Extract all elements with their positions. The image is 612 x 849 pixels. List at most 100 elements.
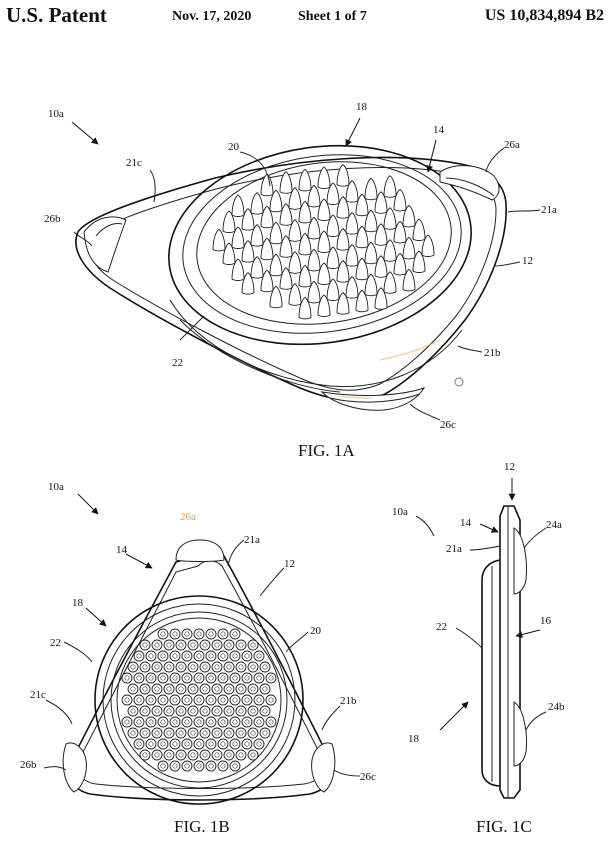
bristle-cone bbox=[364, 177, 378, 201]
ref-1c-16: 16 bbox=[540, 615, 552, 627]
bristle-tip bbox=[139, 749, 151, 761]
bristle-tip-core bbox=[226, 708, 232, 714]
bristle-tip-core bbox=[232, 631, 238, 637]
bristle-tip-core bbox=[208, 741, 214, 747]
bristle-cone bbox=[269, 285, 283, 309]
bristle-tip bbox=[163, 683, 175, 695]
bristle-tip bbox=[127, 705, 139, 717]
bristle-tip bbox=[175, 683, 187, 695]
bristle-tip bbox=[175, 727, 187, 739]
bristle-tip-core bbox=[196, 719, 202, 725]
bristle-tip-core bbox=[208, 631, 214, 637]
bristle-tip-core bbox=[154, 730, 160, 736]
bristle-tip-core bbox=[136, 653, 142, 659]
bristle-tip bbox=[121, 716, 133, 728]
bristle-cone bbox=[326, 214, 340, 237]
bristle-tip bbox=[229, 716, 241, 728]
bristle-tip bbox=[133, 650, 145, 662]
bristle-cone bbox=[260, 173, 274, 197]
bristle-tip bbox=[229, 628, 241, 640]
bristle-tip-core bbox=[190, 730, 196, 736]
bristle-tip bbox=[169, 650, 181, 662]
bristle-tip bbox=[187, 727, 199, 739]
bristle-tip-core bbox=[130, 730, 136, 736]
bristle-cone bbox=[317, 294, 331, 317]
bristle-tip bbox=[205, 672, 217, 684]
bristle-tip-core bbox=[226, 664, 232, 670]
bristle-cone bbox=[326, 246, 340, 269]
bristle-tip bbox=[205, 716, 217, 728]
bristle-tip bbox=[223, 749, 235, 761]
ref-1a-10a: 10a bbox=[48, 108, 64, 120]
bristle-tip bbox=[139, 705, 151, 717]
bristle-cone bbox=[298, 296, 312, 320]
bristle-tip-core bbox=[172, 741, 178, 747]
bristle-tip-core bbox=[142, 664, 148, 670]
bristle-tip-core bbox=[160, 675, 166, 681]
bristle-tip-core bbox=[214, 752, 220, 758]
bristle-tip bbox=[205, 738, 217, 750]
bristle-cone bbox=[231, 194, 245, 217]
bristle-cone bbox=[269, 221, 283, 245]
bristle-tip bbox=[211, 705, 223, 717]
bristle-tip-core bbox=[160, 697, 166, 703]
bristle-cone bbox=[307, 216, 321, 240]
bristle-tip-core bbox=[166, 708, 172, 714]
bristle-tip-core bbox=[256, 697, 262, 703]
bristle-tip-core bbox=[214, 642, 220, 648]
bristle-tip bbox=[127, 661, 139, 673]
bristle-cone bbox=[355, 225, 369, 249]
header-sheet: Sheet 1 of 7 bbox=[298, 9, 367, 24]
bristle-tip bbox=[205, 760, 217, 772]
bristle-tip-core bbox=[232, 675, 238, 681]
bristle-tip bbox=[235, 639, 247, 651]
bristle-tip-core bbox=[190, 664, 196, 670]
bristle-tip-core bbox=[208, 763, 214, 769]
bristle-cone bbox=[336, 196, 350, 219]
bristle-tip bbox=[235, 727, 247, 739]
bristle-tip-core bbox=[220, 719, 226, 725]
bristle-tip-core bbox=[160, 719, 166, 725]
bristle-tip bbox=[199, 705, 211, 717]
bristle-tip bbox=[145, 650, 157, 662]
bristle-tip bbox=[247, 727, 259, 739]
bristle-cone bbox=[364, 209, 378, 233]
bristle-tip bbox=[211, 683, 223, 695]
bristle-array-1a bbox=[212, 164, 435, 320]
bristle-tip-core bbox=[184, 719, 190, 725]
bristle-cone bbox=[298, 200, 312, 224]
bristle-tip-core bbox=[244, 741, 250, 747]
bristle-tip bbox=[247, 705, 259, 717]
bristle-tip bbox=[151, 705, 163, 717]
bristle-tip-core bbox=[136, 697, 142, 703]
bristle-tip-core bbox=[256, 719, 262, 725]
bristle-tip bbox=[169, 628, 181, 640]
bristle-cone bbox=[241, 240, 255, 263]
bristle-tip bbox=[151, 639, 163, 651]
bristle-tip-core bbox=[256, 653, 262, 659]
bristle-tip-core bbox=[166, 686, 172, 692]
bristle-tip-core bbox=[136, 719, 142, 725]
bristle-cone bbox=[355, 193, 369, 217]
bristle-tip bbox=[205, 650, 217, 662]
bristle-tip-core bbox=[154, 642, 160, 648]
bristle-tip bbox=[247, 639, 259, 651]
bristle-tip bbox=[163, 661, 175, 673]
bristle-tip bbox=[253, 672, 265, 684]
bristle-cone bbox=[345, 244, 359, 267]
bristle-tip bbox=[193, 650, 205, 662]
bristle-tip-core bbox=[172, 697, 178, 703]
ref-1c-12: 12 bbox=[504, 461, 515, 473]
bristle-tip bbox=[157, 716, 169, 728]
bristle-tip bbox=[133, 672, 145, 684]
bristle-tip bbox=[247, 661, 259, 673]
bristle-tip-core bbox=[148, 741, 154, 747]
bristle-tip-core bbox=[262, 686, 268, 692]
bristle-tip bbox=[229, 738, 241, 750]
bristle-tip bbox=[151, 727, 163, 739]
bristle-cone bbox=[421, 234, 435, 257]
bristle-tip-core bbox=[160, 653, 166, 659]
bristle-tip-core bbox=[154, 752, 160, 758]
bristle-tip bbox=[235, 705, 247, 717]
bristle-tip-core bbox=[178, 686, 184, 692]
